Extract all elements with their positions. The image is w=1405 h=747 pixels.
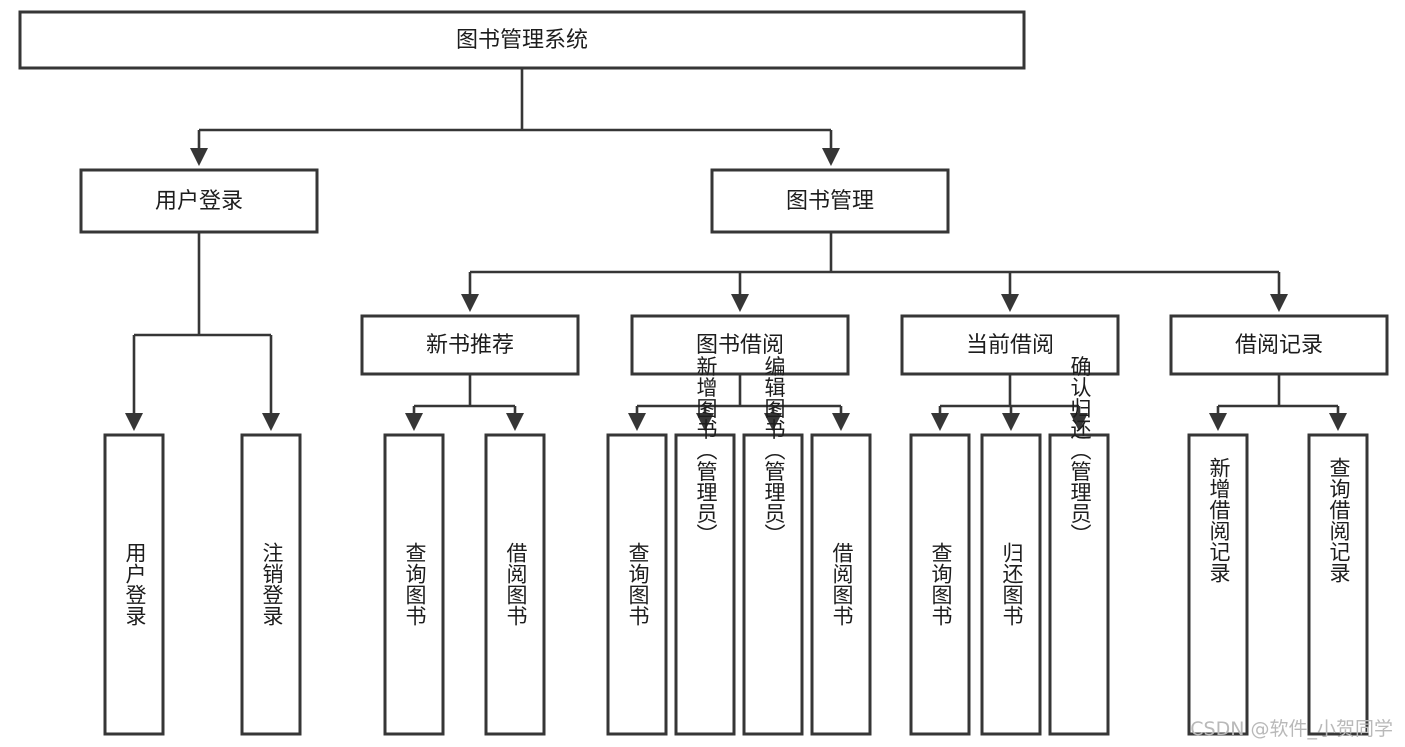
node-new-book-recommend-label: 新书推荐 — [426, 333, 514, 358]
leaf-query-books-bb-box[interactable] — [606, 433, 668, 736]
leaf-user-login-box[interactable] — [103, 433, 165, 736]
leaf-borrow-books-nbr-label: 借阅图书 — [504, 542, 528, 626]
leaf-edit-book-admin-box[interactable] — [742, 433, 804, 736]
leaf-query-books-nbr[interactable]: 查询图书 — [383, 433, 445, 736]
leaf-add-book-admin-label: 新增图书（管理员） — [694, 356, 718, 545]
leaf-query-books-cb[interactable]: 查询图书 — [909, 433, 971, 736]
connector-group-new-book-rec — [404, 374, 525, 432]
node-borrow-record[interactable]: 借阅记录 — [1169, 314, 1389, 376]
node-current-borrow[interactable]: 当前借阅 — [900, 314, 1120, 376]
leaf-return-books-box[interactable] — [980, 433, 1042, 736]
leaf-logout[interactable]: 注销登录 — [240, 433, 302, 736]
leaf-return-books[interactable]: 归还图书 — [980, 433, 1042, 736]
leaf-query-borrow-record[interactable]: 查询借阅记录 — [1307, 433, 1369, 736]
node-book-borrow-box[interactable] — [630, 314, 850, 376]
leaf-query-books-nbr-box[interactable] — [383, 433, 445, 736]
leaf-query-books-bb[interactable]: 查询图书 — [606, 433, 668, 736]
connector-group-borrow-record — [1208, 374, 1348, 432]
leaf-borrow-books-bb[interactable]: 借阅图书 — [810, 433, 872, 736]
leaf-query-borrow-record-label: 查询借阅记录 — [1327, 457, 1351, 583]
leaf-query-books-bb-label: 查询图书 — [626, 542, 650, 626]
node-book-management-label: 图书管理 — [786, 189, 874, 214]
leaf-borrow-books-bb-label: 借阅图书 — [830, 542, 854, 626]
leaf-edit-book-admin[interactable]: 编辑图书（管理员） — [742, 356, 804, 736]
leaf-confirm-return-admin-label: 确认归还（管理员） — [1068, 356, 1092, 545]
node-book-management[interactable]: 图书管理 — [710, 168, 950, 234]
node-book-borrow[interactable]: 图书借阅 — [630, 314, 850, 376]
leaf-add-borrow-record-label: 新增借阅记录 — [1207, 457, 1231, 583]
node-root-system[interactable]: 图书管理系统 — [18, 10, 1026, 70]
node-current-borrow-label: 当前借阅 — [966, 333, 1054, 358]
leaf-query-books-cb-box[interactable] — [909, 433, 971, 736]
leaf-borrow-books-nbr[interactable]: 借阅图书 — [484, 433, 546, 736]
leaf-user-login[interactable]: 用户登录 — [103, 433, 165, 736]
leaf-confirm-return-admin-box[interactable] — [1048, 433, 1110, 736]
node-user-login[interactable]: 用户登录 — [79, 168, 319, 234]
leaf-add-borrow-record-box[interactable] — [1187, 433, 1249, 736]
leaf-query-borrow-record-box[interactable] — [1307, 433, 1369, 736]
leaf-logout-label: 注销登录 — [260, 542, 284, 626]
node-borrow-record-label: 借阅记录 — [1235, 333, 1323, 358]
leaf-edit-book-admin-label: 编辑图书（管理员） — [762, 356, 786, 545]
leaf-add-book-admin[interactable]: 新增图书（管理员） — [674, 356, 736, 736]
leaf-query-books-cb-label: 查询图书 — [929, 542, 953, 626]
node-root-system-label: 图书管理系统 — [456, 28, 588, 53]
leaf-confirm-return-admin[interactable]: 确认归还（管理员） — [1048, 356, 1110, 736]
node-current-borrow-box[interactable] — [900, 314, 1120, 376]
connector-group-book-mgmt — [460, 232, 1289, 313]
leaf-return-books-label: 归还图书 — [1000, 542, 1024, 626]
connector-group-root — [189, 68, 841, 167]
connector-group-user-login — [124, 232, 281, 432]
node-root-system-box[interactable] — [18, 10, 1026, 70]
connector-group-current-borrow — [930, 374, 1089, 432]
connector-group-book-borrow — [627, 374, 851, 432]
node-book-borrow-label: 图书借阅 — [696, 333, 784, 358]
leaf-user-login-label: 用户登录 — [123, 542, 147, 626]
leaf-add-borrow-record[interactable]: 新增借阅记录 — [1187, 433, 1249, 736]
leaf-query-books-nbr-label: 查询图书 — [403, 542, 427, 626]
node-new-book-recommend-box[interactable] — [360, 314, 580, 376]
node-user-login-box[interactable] — [79, 168, 319, 234]
leaf-add-book-admin-box[interactable] — [674, 433, 736, 736]
leaf-borrow-books-bb-box[interactable] — [810, 433, 872, 736]
node-user-login-label: 用户登录 — [155, 189, 243, 214]
node-book-management-box[interactable] — [710, 168, 950, 234]
leaf-logout-box[interactable] — [240, 433, 302, 736]
leaf-borrow-books-nbr-box[interactable] — [484, 433, 546, 736]
node-new-book-recommend[interactable]: 新书推荐 — [360, 314, 580, 376]
node-borrow-record-box[interactable] — [1169, 314, 1389, 376]
